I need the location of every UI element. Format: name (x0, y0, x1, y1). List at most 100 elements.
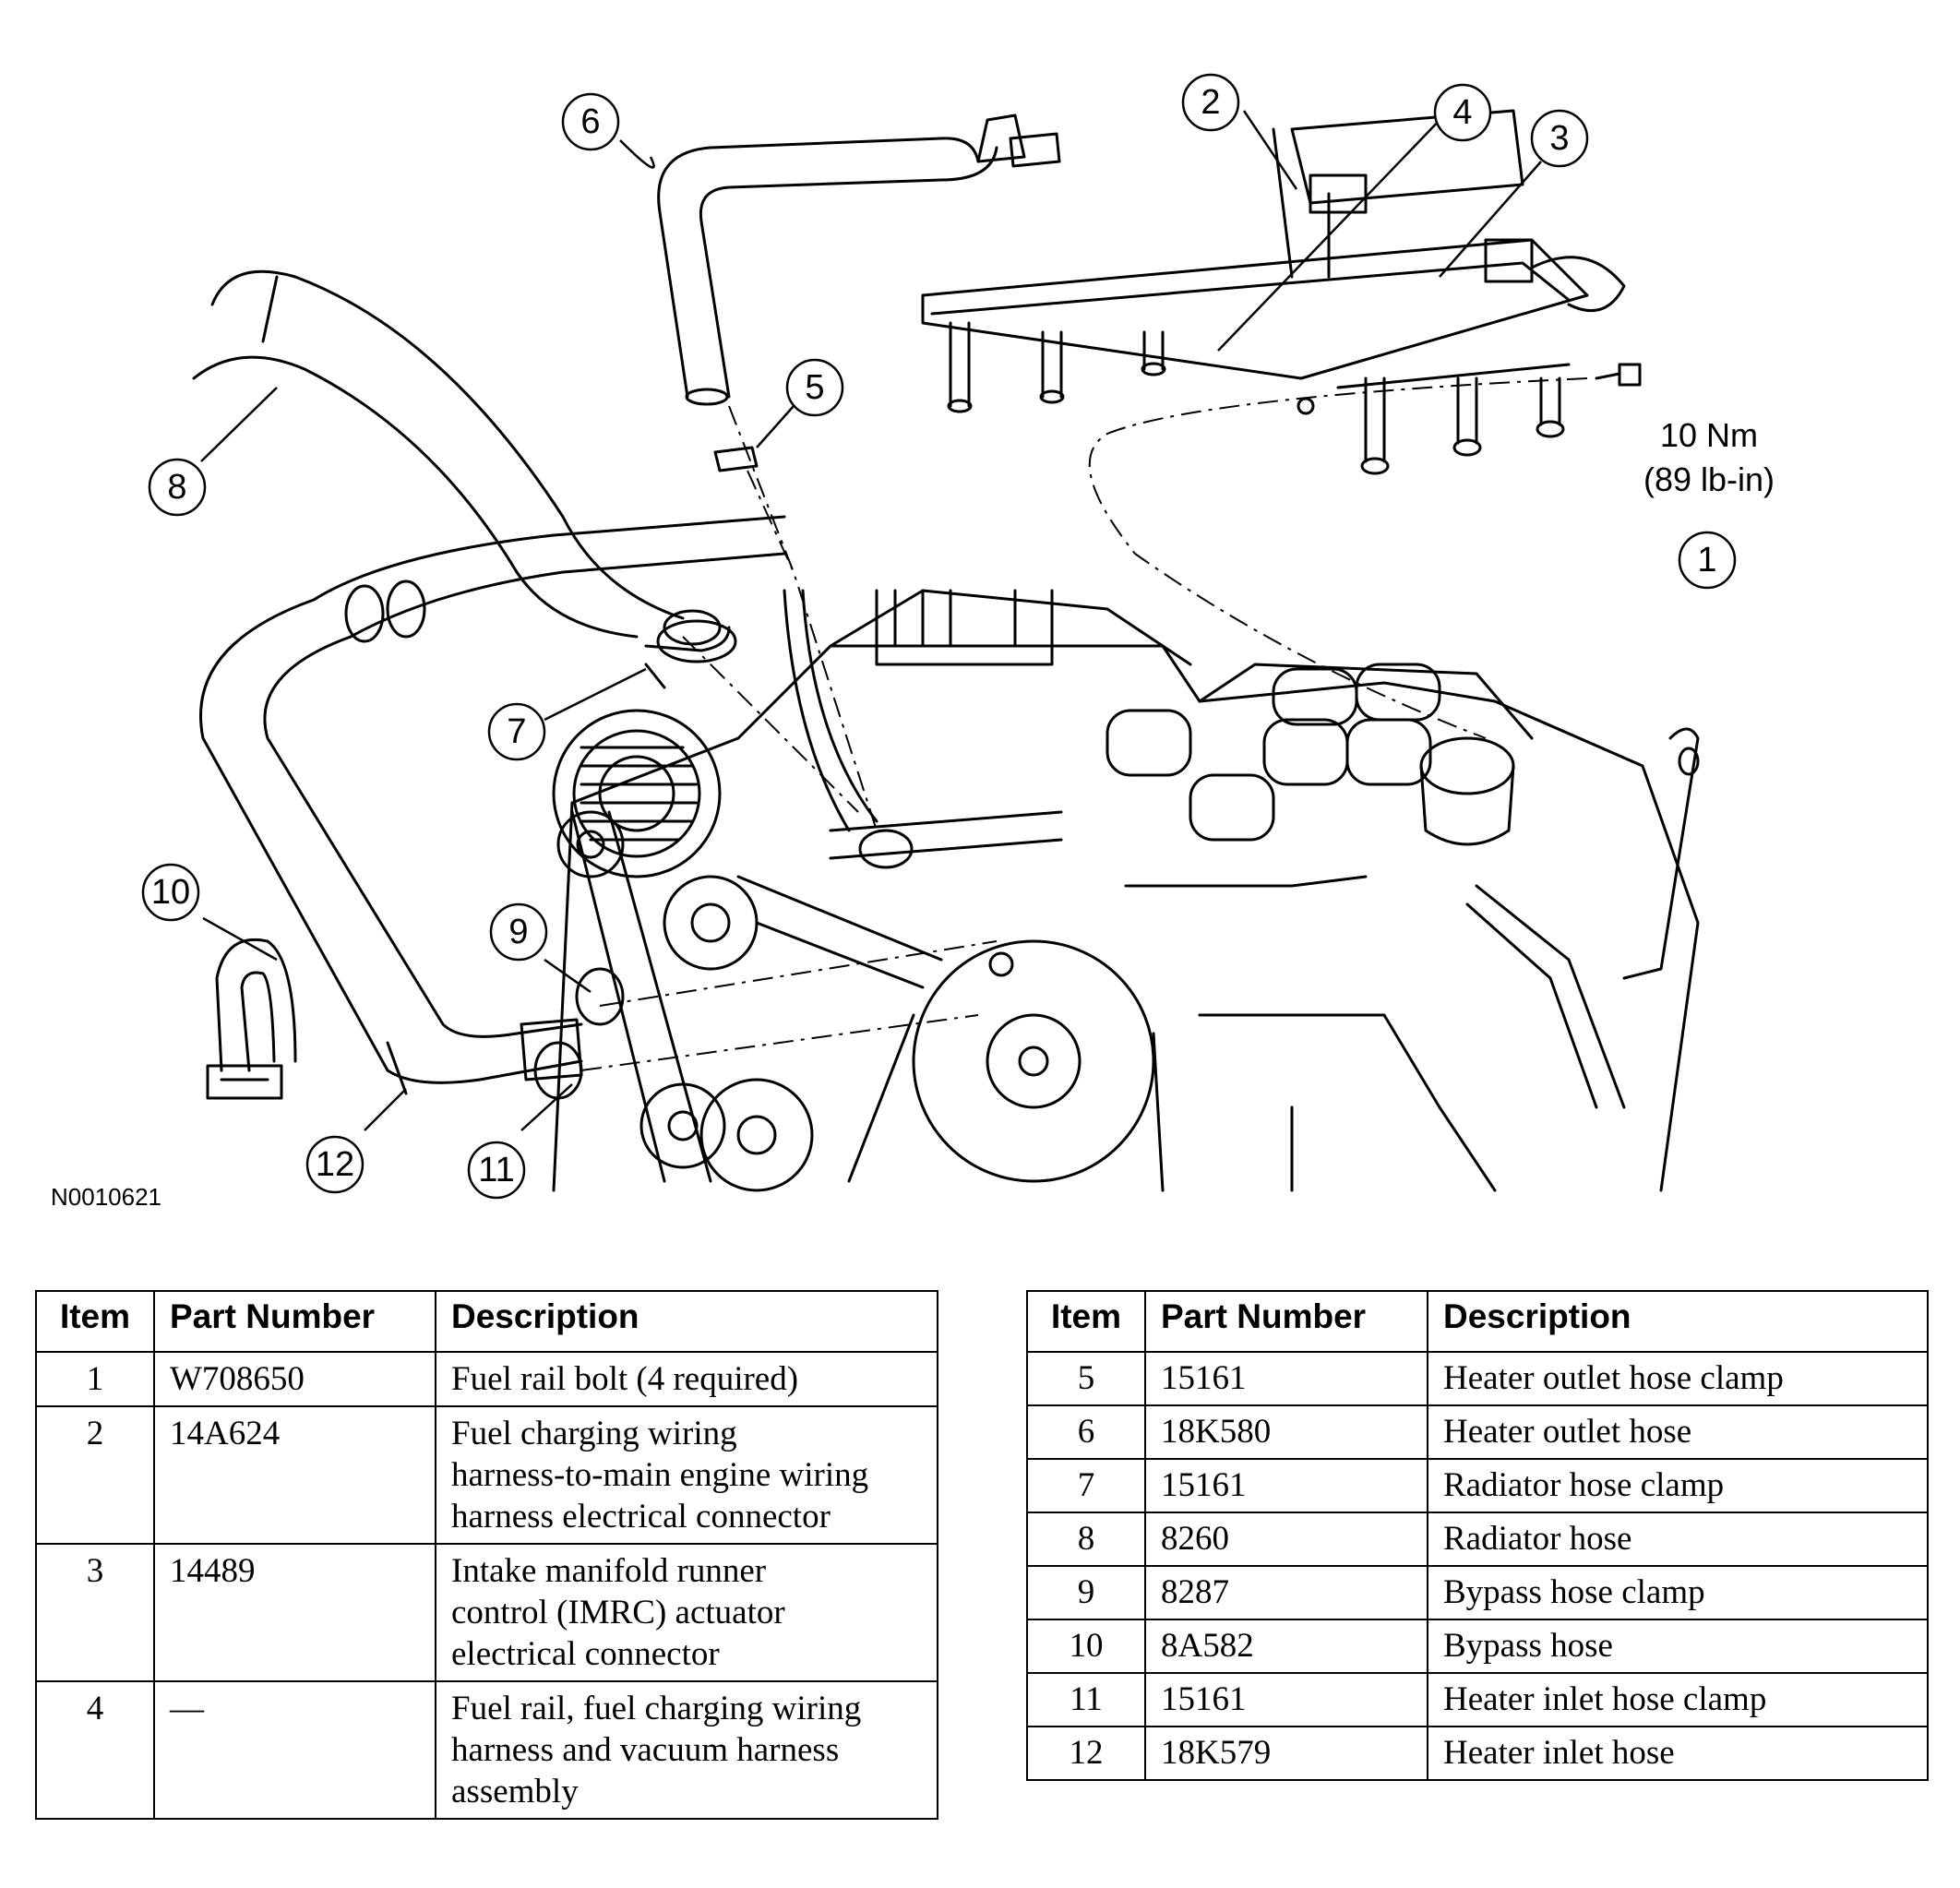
callout-6: 6 (580, 102, 600, 141)
description-line: harness-to-main engine wiring (451, 1456, 869, 1494)
cell-item: 1 (35, 1351, 155, 1407)
callout-1: 1 (1697, 541, 1716, 580)
callout-3: 3 (1549, 119, 1569, 158)
cell-item: 10 (1026, 1619, 1146, 1674)
callout-circle-7 (487, 702, 546, 761)
table-row: 1 W708650 Fuel rail bolt (4 required) (35, 1351, 938, 1407)
table-row: 3 14489 Intake manifold runner control (… (35, 1543, 938, 1682)
description-line: Fuel rail bolt (4 required) (451, 1360, 799, 1398)
bypass-hose-clamp (575, 967, 625, 1026)
cell-description: Fuel rail bolt (4 required) (435, 1351, 938, 1407)
table-row: 11 15161 Heater inlet hose clamp (1026, 1672, 1929, 1727)
callout-11: 11 (478, 1151, 514, 1189)
cell-part-number: 14A624 (153, 1405, 436, 1545)
table-row: 5 15161 Heater outlet hose clamp (1026, 1351, 1929, 1406)
callout-7: 7 (507, 712, 526, 751)
cell-item: 11 (1026, 1672, 1146, 1727)
cell-description: Heater outlet hose clamp (1427, 1351, 1929, 1406)
description-line: harness and vacuum harness (451, 1731, 840, 1769)
torque-spec-lbin: (89 lb-in) (1643, 460, 1775, 498)
description-line: Intake manifold runner (451, 1552, 767, 1590)
engine-exploded-diagram: 1 2 3 4 5 6 7 8 9 10 11 12 10 Nm (89 lb-… (141, 73, 1775, 1200)
cell-description: Bypass hose (1427, 1619, 1929, 1674)
table-header-row: Item Part Number Description (1026, 1290, 1929, 1353)
cell-part-number: 18K579 (1144, 1726, 1428, 1781)
heater-inlet-hose (199, 515, 786, 1095)
table-row: 6 18K580 Heater outlet hose (1026, 1404, 1929, 1460)
description-line: assembly (451, 1773, 579, 1810)
fuel-rail-assembly (921, 109, 1626, 475)
fuel-rail-bolt (1595, 363, 1642, 387)
callout-circle-10 (141, 863, 200, 922)
heater-outlet-hose-clamp (713, 446, 759, 472)
cell-part-number: — (153, 1680, 436, 1820)
callout-circle-5 (785, 358, 844, 417)
description-line: electrical connector (451, 1635, 720, 1673)
cell-description: Radiator hose clamp (1427, 1458, 1929, 1513)
table-header-row: Item Part Number Description (35, 1290, 938, 1353)
callout-circle-9 (489, 902, 548, 962)
cell-description: Fuel rail, fuel charging wiring harness … (435, 1680, 938, 1820)
cell-part-number: 8287 (1144, 1565, 1428, 1620)
cell-item: 12 (1026, 1726, 1146, 1781)
header-item: Item (1026, 1290, 1146, 1353)
callout-circle-4 (1433, 83, 1492, 142)
callout-2: 2 (1201, 83, 1220, 122)
header-item: Item (35, 1290, 155, 1353)
callout-circle-6 (561, 92, 620, 151)
cell-description: Intake manifold runner control (IMRC) ac… (435, 1543, 938, 1682)
callout-circle-11 (467, 1141, 526, 1200)
cell-description: Heater inlet hose clamp (1427, 1672, 1929, 1727)
cell-item: 9 (1026, 1565, 1146, 1620)
parts-table-left: Item Part Number Description 1 W708650 F… (35, 1290, 938, 1820)
table-row: 10 8A582 Bypass hose (1026, 1619, 1929, 1674)
header-description: Description (435, 1290, 938, 1353)
header-description: Description (1427, 1290, 1929, 1353)
description-line: harness electrical connector (451, 1498, 831, 1535)
cell-item: 6 (1026, 1404, 1146, 1460)
cell-description: Heater outlet hose (1427, 1404, 1929, 1460)
alternator (552, 709, 722, 878)
heater-outlet-hose (657, 114, 1061, 406)
callout-4: 4 (1452, 93, 1472, 132)
parts-table-right: Item Part Number Description 5 15161 Hea… (1026, 1290, 1929, 1781)
callout-circle-1 (1678, 531, 1737, 590)
description-line: Fuel charging wiring (451, 1415, 737, 1452)
cell-part-number: 8A582 (1144, 1619, 1428, 1674)
header-part-number: Part Number (1144, 1290, 1428, 1353)
cell-part-number: 14489 (153, 1543, 436, 1682)
cell-part-number: 8260 (1144, 1512, 1428, 1567)
cell-part-number: W708650 (153, 1351, 436, 1407)
table-row: 12 18K579 Heater inlet hose (1026, 1726, 1929, 1781)
callout-12: 12 (316, 1145, 354, 1184)
table-row: 7 15161 Radiator hose clamp (1026, 1458, 1929, 1513)
callout-circle-3 (1530, 109, 1589, 168)
cell-part-number: 15161 (1144, 1351, 1428, 1406)
callout-circle-8 (148, 458, 207, 517)
cell-description: Heater inlet hose (1427, 1726, 1929, 1781)
callout-circle-2 (1181, 73, 1240, 132)
figure-id: N0010621 (51, 1183, 161, 1211)
table-row: 2 14A624 Fuel charging wiring harness-to… (35, 1405, 938, 1545)
cell-item: 3 (35, 1543, 155, 1682)
header-part-number: Part Number (153, 1290, 436, 1353)
cell-item: 4 (35, 1680, 155, 1820)
radiator-hose-clamp (644, 619, 737, 689)
cell-part-number: 18K580 (1144, 1404, 1428, 1460)
table-row: 4 — Fuel rail, fuel charging wiring harn… (35, 1680, 938, 1820)
leader-lines (200, 110, 1709, 1131)
cell-description: Radiator hose (1427, 1512, 1929, 1567)
cell-part-number: 15161 (1144, 1458, 1428, 1513)
callout-circle-12 (305, 1135, 365, 1194)
torque-spec-nm: 10 Nm (1660, 416, 1758, 454)
callout-8: 8 (167, 468, 186, 507)
bypass-hose (206, 938, 297, 1100)
description-line: control (IMRC) actuator (451, 1594, 785, 1631)
table-row: 9 8287 Bypass hose clamp (1026, 1565, 1929, 1620)
assembly-lines (580, 377, 1588, 1071)
cell-item: 5 (1026, 1351, 1146, 1406)
callout-5: 5 (805, 368, 824, 407)
cell-item: 7 (1026, 1458, 1146, 1513)
cell-description: Bypass hose clamp (1427, 1565, 1929, 1620)
cell-description: Fuel charging wiring harness-to-main eng… (435, 1405, 938, 1545)
